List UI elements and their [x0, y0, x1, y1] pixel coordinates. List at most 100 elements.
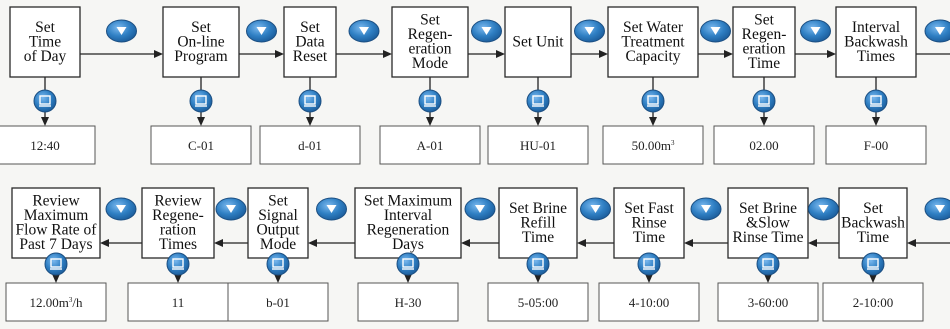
value-text: 12.00m3/h	[30, 295, 83, 310]
value-main: 5-05:00	[518, 295, 558, 310]
menu-glyph	[172, 258, 184, 268]
row1-enter-button-5[interactable]	[526, 89, 550, 113]
row1-down-arrow-4-head	[426, 117, 434, 126]
row2-next-button-7[interactable]	[808, 197, 839, 221]
step-label-line: Set	[754, 12, 775, 29]
step-box	[354, 187, 462, 259]
value-text: 50.00m3	[632, 138, 675, 153]
step-box	[504, 6, 572, 78]
row2-enter-button-7[interactable]	[756, 252, 780, 276]
row1-next-button-5[interactable]	[574, 19, 605, 43]
row2-next-button-5[interactable]	[580, 197, 611, 221]
value-main: 2-10:00	[853, 295, 893, 310]
value-box	[598, 282, 700, 322]
row2-flow-arrow-4-head	[461, 239, 470, 247]
value-main: A-01	[417, 138, 444, 153]
row2-next-button-edge[interactable]	[924, 197, 950, 221]
step-box	[835, 6, 917, 78]
value-box	[602, 125, 704, 165]
step-label-line: On-line	[177, 33, 224, 50]
value-text: HU-01	[520, 138, 556, 153]
down-triangle-glyph	[116, 205, 126, 213]
step-label-line: Regen-	[408, 26, 453, 43]
step-label-line: Maximum	[24, 207, 89, 224]
row2-down-arrow-3-head	[274, 274, 282, 283]
menu-glyph	[870, 95, 882, 105]
row2-enter-button-3[interactable]	[266, 252, 290, 276]
row2-down-arrow-8-head	[869, 274, 877, 283]
row2-enter-button-6[interactable]	[637, 252, 661, 276]
step-label-line: Set Maximum	[364, 193, 452, 210]
value-box	[379, 125, 481, 165]
step-label-line: Backwash	[841, 214, 905, 231]
row1-enter-button-8[interactable]	[864, 89, 888, 113]
row1-enter-button-2[interactable]	[189, 89, 213, 113]
step-label-line: eration	[408, 41, 451, 58]
step-box	[732, 6, 796, 78]
row1-flow-arrow-4-head	[496, 50, 505, 58]
menu-enter-button-icon	[266, 252, 290, 276]
value-box	[150, 125, 252, 165]
step-label-line: Regen-	[742, 26, 787, 43]
row1-enter-button-4[interactable]	[418, 89, 442, 113]
row1-next-button-1[interactable]	[106, 19, 137, 43]
row1-enter-button-6[interactable]	[641, 89, 665, 113]
step-box	[283, 6, 337, 78]
row2-next-button-1[interactable]	[105, 197, 137, 221]
value-text: 02.00	[749, 138, 778, 153]
row1-next-button-7[interactable]	[800, 19, 831, 43]
value-main: 3-60:00	[748, 295, 788, 310]
down-triangle-glyph	[359, 27, 369, 35]
row2-next-button-6[interactable]	[690, 197, 722, 221]
row1-enter-button-3[interactable]	[298, 89, 322, 113]
step-label-line: Data	[295, 33, 324, 50]
row2-enter-button-1[interactable]	[44, 252, 68, 276]
step-label-line: Capacity	[625, 48, 680, 65]
step-label-line: Review	[32, 193, 80, 210]
row2-enter-button-2[interactable]	[166, 252, 190, 276]
row2-enter-button-5[interactable]	[526, 252, 550, 276]
value-text: A-01	[417, 138, 444, 153]
row2-enter-button-8[interactable]	[861, 252, 885, 276]
step-label-line: &Slow	[746, 214, 791, 231]
menu-glyph	[402, 258, 414, 268]
down-triangle-glyph	[710, 27, 721, 35]
row2-next-button-4[interactable]	[464, 197, 496, 221]
row1-next-button-3[interactable]	[348, 19, 380, 43]
row1-next-button-2[interactable]	[246, 19, 277, 43]
step-label-line: Days	[392, 236, 424, 253]
step-label-line: Set	[268, 193, 289, 210]
row1-enter-button-1[interactable]	[33, 89, 57, 113]
row2-down-arrow-2-head	[174, 274, 182, 283]
value-text: 3-60:00	[748, 295, 788, 310]
value-main: d-01	[298, 138, 322, 153]
row1-next-button-6[interactable]	[700, 19, 731, 43]
menu-enter-button-icon	[637, 252, 661, 276]
step-label-line: Set Fast	[624, 200, 674, 217]
step-box	[727, 187, 809, 259]
row2-down-arrow-1-head	[52, 274, 60, 283]
row2-next-button-2[interactable]	[215, 197, 247, 221]
row2-enter-button-4[interactable]	[396, 252, 420, 276]
menu-enter-button-icon	[526, 89, 550, 113]
row1-enter-button-7[interactable]	[752, 89, 776, 113]
row2-flow-arrow-2-head	[214, 239, 223, 247]
value-superscript: 3	[671, 139, 675, 147]
row2-next-button-3[interactable]	[316, 197, 347, 221]
menu-glyph	[532, 95, 544, 105]
down-triangle-glyph	[226, 205, 236, 213]
row1-next-button-4[interactable]	[471, 19, 502, 43]
down-triangle-glyph	[590, 205, 601, 213]
step-label-line: Set Brine	[739, 200, 797, 217]
row1-next-button-edge[interactable]	[924, 19, 950, 43]
step-label-line: Rinse Time	[732, 229, 803, 246]
step-label-line: Times	[159, 236, 197, 253]
step-label-line: Mode	[260, 236, 296, 253]
